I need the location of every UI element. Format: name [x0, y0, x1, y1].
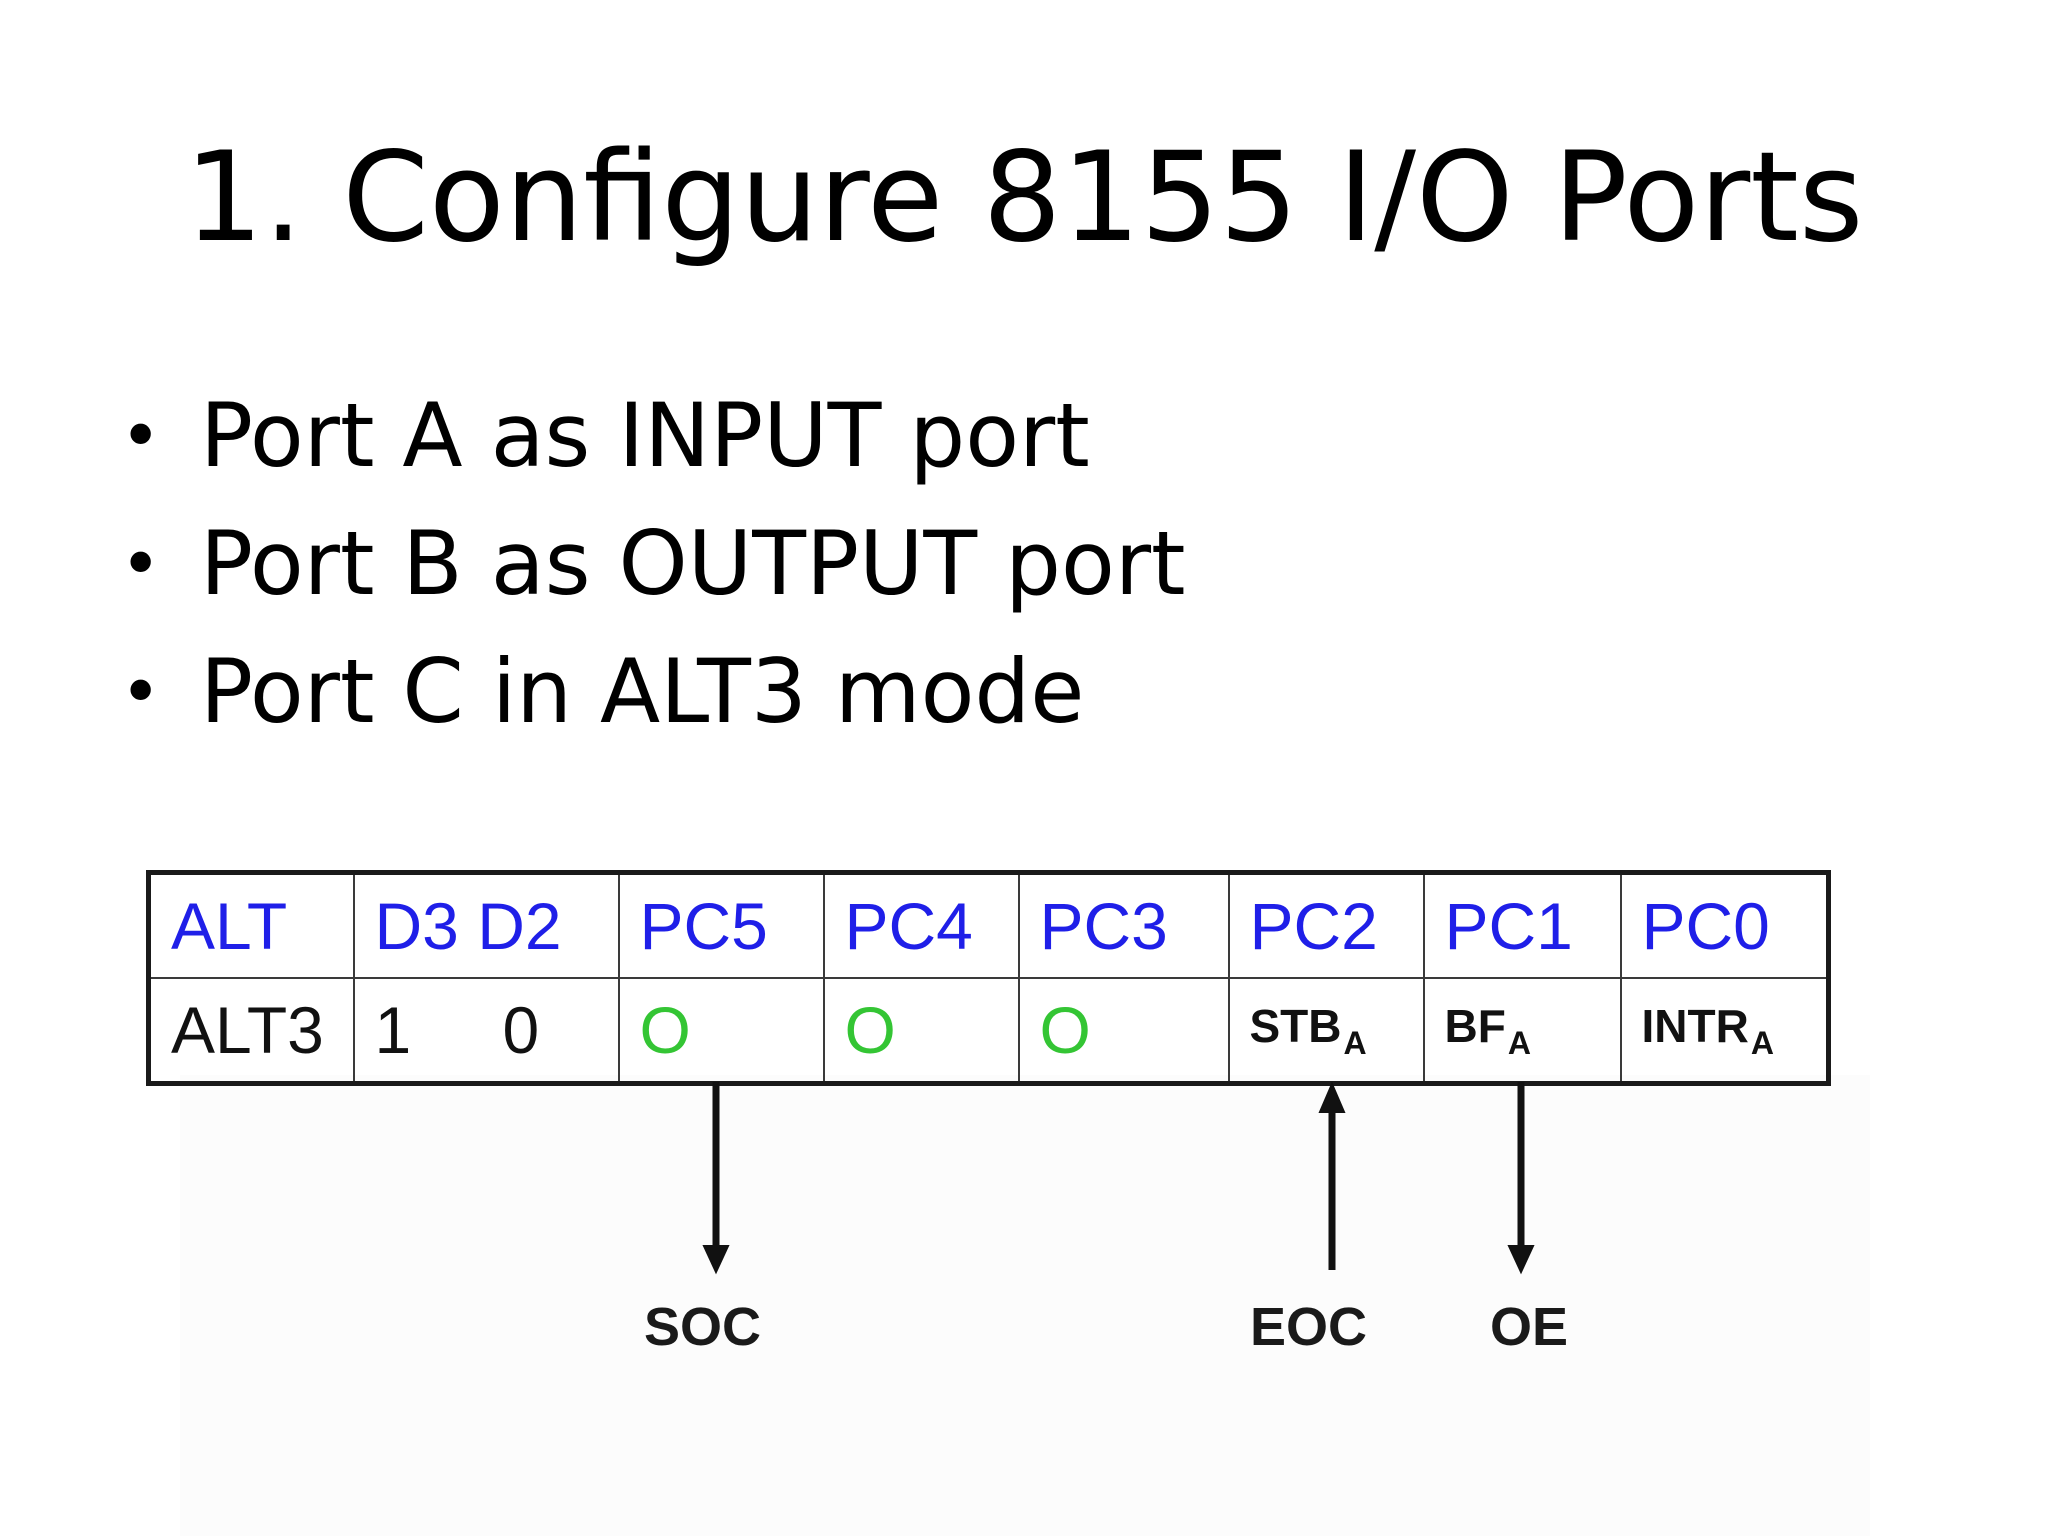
bullet-text: Port C in ALT3 mode [200, 640, 1085, 743]
value-cell-pc4: O [822, 977, 1020, 1085]
port-c-alt3-table: ALT D3 D2 PC5 PC4 PC3 PC2 PC1 PC0 ALT3 1… [146, 870, 1831, 1086]
bullet-item: • Port C in ALT3 mode [120, 628, 1186, 756]
value-pc0-sub: A [1750, 1024, 1774, 1061]
table-header-row: ALT D3 D2 PC5 PC4 PC3 PC2 PC1 PC0 [147, 871, 1830, 979]
header-cell-d3-d2: D3 D2 [352, 871, 620, 979]
slide-title: 1. Configure 8155 I/O Ports [184, 126, 1864, 270]
value-pc0-main: INTR [1641, 999, 1749, 1052]
value-cell-alt: ALT3 [147, 977, 355, 1085]
value-cell-pc0: INTRA [1619, 977, 1830, 1085]
header-cell-pc4: PC4 [822, 871, 1020, 979]
bullet-icon: • [120, 651, 162, 733]
value-pc2-sub: A [1343, 1024, 1367, 1061]
value-cell-pc2: STBA [1227, 977, 1425, 1085]
oe-label: OE [1490, 1297, 1569, 1357]
value-pc2-main: STB [1249, 999, 1342, 1052]
soc-label: SOC [644, 1297, 762, 1357]
header-cell-pc0: PC0 [1619, 871, 1830, 979]
bullet-item: • Port A as INPUT port [120, 372, 1186, 500]
bullet-icon: • [120, 523, 162, 605]
diagram-background [180, 1075, 1870, 1536]
header-cell-pc1: PC1 [1422, 871, 1622, 979]
value-pc1-sub: A [1507, 1024, 1531, 1061]
bullet-list: • Port A as INPUT port • Port B as OUTPU… [120, 372, 1186, 756]
value-cell-pc3: O [1017, 977, 1230, 1085]
bullet-item: • Port B as OUTPUT port [120, 500, 1186, 628]
bullet-icon: • [120, 395, 162, 477]
value-d3: 1 [374, 993, 412, 1067]
value-cell-pc5: O [617, 977, 825, 1085]
header-cell-pc3: PC3 [1017, 871, 1230, 979]
header-cell-pc5: PC5 [617, 871, 825, 979]
header-cell-pc2: PC2 [1227, 871, 1425, 979]
header-cell-alt: ALT [147, 871, 355, 979]
value-d2: 0 [502, 993, 540, 1067]
bullet-text: Port B as OUTPUT port [200, 512, 1186, 615]
value-cell-pc1: BFA [1422, 977, 1622, 1085]
eoc-label: EOC [1250, 1297, 1368, 1357]
value-pc1-main: BF [1444, 999, 1506, 1052]
bullet-text: Port A as INPUT port [200, 384, 1090, 487]
